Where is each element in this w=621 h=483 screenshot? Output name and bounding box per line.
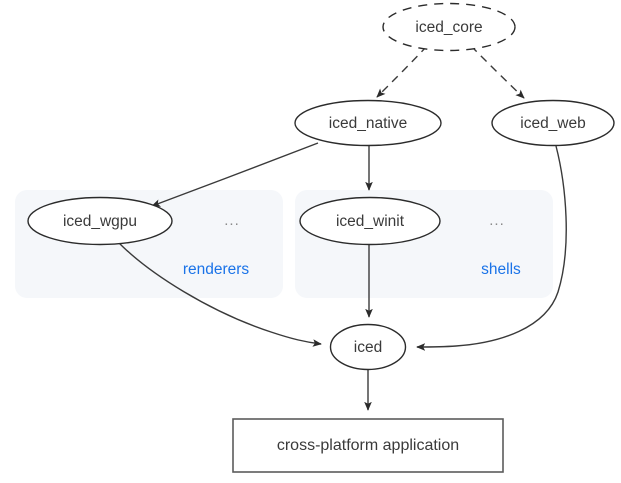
node-app-label: cross-platform application — [277, 437, 459, 454]
node-iced_web-shape[interactable] — [491, 99, 615, 147]
edge-iced_web-to-iced — [416, 145, 567, 351]
node-iced_winit-shape[interactable] — [299, 196, 441, 246]
node-iced_native-label: iced_native — [329, 115, 407, 132]
node-iced_native-shape[interactable] — [294, 99, 442, 147]
edge-iced_native-to-iced_wgpu — [151, 142, 319, 207]
cluster-shells-label: shells — [481, 261, 521, 278]
node-iced_web-label: iced_web — [520, 115, 586, 132]
node-iced_wgpu-label: iced_wgpu — [63, 213, 137, 230]
node-iced_web[interactable]: iced_web — [491, 99, 615, 147]
node-iced-label: iced — [354, 339, 382, 356]
edge-iced_core-to-iced_native — [376, 45, 428, 98]
node-iced-shape[interactable] — [329, 323, 407, 371]
node-iced[interactable]: iced — [329, 323, 407, 371]
cluster-shells-ellipsis: ... — [489, 212, 505, 229]
node-app[interactable]: cross-platform application — [232, 418, 504, 473]
node-iced_core-shape[interactable] — [382, 2, 516, 52]
node-iced_winit[interactable]: iced_winit — [299, 196, 441, 246]
node-iced_native[interactable]: iced_native — [294, 99, 442, 147]
node-iced_wgpu[interactable]: iced_wgpu — [27, 196, 173, 246]
node-app-shape[interactable] — [232, 418, 504, 473]
node-iced_core[interactable]: iced_core — [382, 2, 516, 52]
edge-iced_core-to-iced_web — [470, 45, 525, 99]
node-iced_wgpu-shape[interactable] — [27, 196, 173, 246]
node-iced_core-label: iced_core — [415, 19, 482, 36]
edge-iced_wgpu-to-iced — [118, 242, 322, 347]
cluster-renderers-label: renderers — [183, 261, 250, 278]
cluster-renderers-ellipsis: ... — [224, 212, 240, 229]
node-iced_winit-label: iced_winit — [336, 213, 405, 230]
